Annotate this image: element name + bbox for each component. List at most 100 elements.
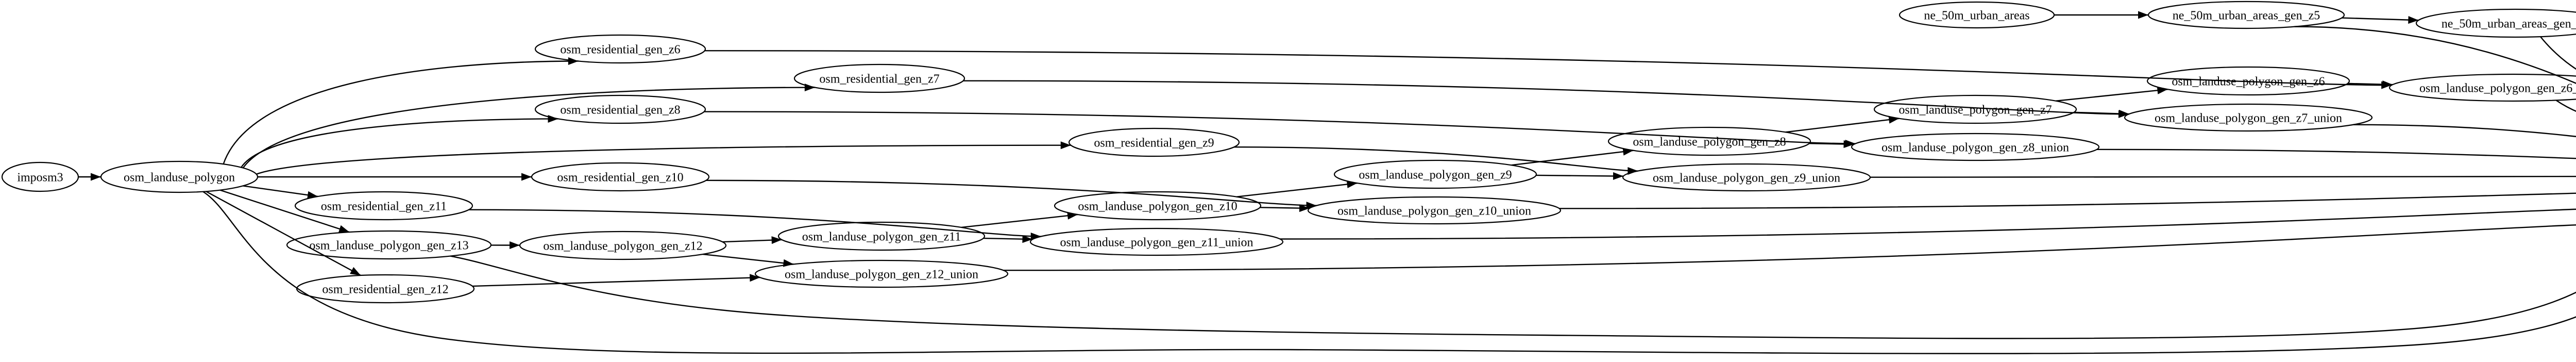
edge-ne_50m_urban_areas_gen_z4--layer_landuse-z4 bbox=[2540, 36, 2576, 70]
edge-osm_landuse_polygon_gen_z7_union--layer_landuse-z7 bbox=[2353, 124, 2576, 138]
node-osm_landuse_polygon_gen_z7: osm_landuse_polygon_gen_z7 bbox=[1873, 94, 2077, 124]
edge-line bbox=[450, 255, 2576, 339]
edge-osm_residential_gen_z7--osm_landuse_polygon_gen_z7_union bbox=[963, 80, 2129, 118]
edge-arrowhead-icon bbox=[1306, 202, 1317, 210]
edge-osm_residential_gen_z6--osm_landuse_polygon_gen_z6_union bbox=[704, 50, 2392, 89]
edge-arrowhead-icon bbox=[1845, 140, 1856, 148]
node-label: osm_landuse_polygon_gen_z12_union bbox=[785, 268, 978, 281]
edge-osm_landuse_polygon_gen_z11--osm_landuse_polygon_gen_z10 bbox=[961, 211, 1078, 228]
node-label: ne_50m_urban_areas bbox=[1924, 9, 2029, 22]
edge-line bbox=[1870, 176, 2576, 178]
edge-line bbox=[243, 185, 318, 198]
edge-line bbox=[2294, 26, 2576, 84]
edge-line bbox=[1536, 174, 1624, 177]
edge-line bbox=[1559, 192, 2576, 209]
edge-line bbox=[1785, 118, 1900, 133]
edge-line bbox=[1003, 224, 2576, 271]
edge-line bbox=[704, 50, 2392, 86]
node-osm_landuse_polygon: osm_landuse_polygon bbox=[100, 160, 259, 193]
node-ne_50m_urban_areas: ne_50m_urban_areas bbox=[1899, 1, 2055, 29]
node-label: osm_residential_gen_z12 bbox=[322, 283, 448, 296]
table-node-ellipse bbox=[1029, 227, 1284, 256]
edge-osm_landuse_polygon_gen_z9--osm_landuse_polygon_gen_z8 bbox=[1511, 147, 1634, 166]
edge-arrowhead-icon bbox=[1067, 211, 1078, 220]
edge-line bbox=[219, 189, 350, 233]
edge-arrowhead-icon bbox=[1030, 233, 1041, 241]
edge-line bbox=[2056, 89, 2168, 102]
edge-line bbox=[961, 213, 1078, 228]
node-label: osm_residential_gen_z7 bbox=[819, 72, 939, 86]
edge-osm_landuse_polygon_gen_z8_union--layer_landuse-z8 bbox=[2096, 149, 2576, 159]
node-osm_landuse_polygon_gen_z10: osm_landuse_polygon_gen_z10 bbox=[1054, 191, 1262, 221]
edge-arrowhead-icon bbox=[771, 236, 782, 244]
edge-line bbox=[704, 111, 1856, 144]
node-osm_residential_gen_z6: osm_residential_gen_z6 bbox=[534, 34, 706, 64]
edge-line bbox=[256, 144, 1071, 175]
node-osm_residential_gen_z10: osm_residential_gen_z10 bbox=[531, 162, 710, 192]
table-node-ellipse bbox=[294, 191, 473, 221]
node-ne_50m_urban_areas_gen_z4: ne_50m_urban_areas_gen_z4 bbox=[2415, 8, 2576, 38]
edge-line bbox=[2353, 124, 2576, 138]
node-label: osm_landuse_polygon_gen_z6_union bbox=[2419, 81, 2576, 95]
edge-osm_landuse_polygon_gen_z13--layer_landuse-z13 bbox=[450, 255, 2576, 339]
edge-osm_residential_gen_z10--osm_landuse_polygon_gen_z10_union bbox=[706, 179, 1317, 210]
edge-osm_landuse_polygon--osm_residential_gen_z8 bbox=[241, 114, 558, 168]
edge-line bbox=[703, 253, 794, 265]
edge-line bbox=[2096, 149, 2576, 159]
edge-arrowhead-icon bbox=[1622, 147, 1634, 156]
edge-line bbox=[2555, 100, 2576, 112]
edge-ne_50m_urban_areas_gen_z5--ne_50m_urban_areas_gen_z4 bbox=[2342, 16, 2419, 24]
node-label: osm_residential_gen_z11 bbox=[321, 200, 447, 213]
edge-osm_landuse_polygon--osm_residential_gen_z6 bbox=[223, 57, 579, 164]
node-label: osm_landuse_polygon_gen_z7_union bbox=[2155, 111, 2342, 125]
node-label: osm_landuse_polygon_gen_z13 bbox=[309, 239, 468, 252]
table-node-ellipse bbox=[754, 259, 1009, 288]
edge-arrowhead-icon bbox=[783, 259, 794, 267]
node-imposm3: imposm3 bbox=[1, 161, 79, 192]
node-osm_landuse_polygon_gen_z10_union: osm_landuse_polygon_gen_z10_union bbox=[1307, 196, 1562, 225]
node-ne_50m_urban_areas_gen_z5: ne_50m_urban_areas_gen_z5 bbox=[2147, 1, 2345, 29]
node-label: osm_residential_gen_z10 bbox=[557, 171, 683, 184]
edge-layer bbox=[78, 11, 2576, 354]
edge-line bbox=[223, 60, 579, 164]
edge-osm_landuse_polygon_gen_z12--osm_landuse_polygon_gen_z11 bbox=[722, 236, 782, 244]
edge-osm_landuse_polygon_gen_z12--osm_landuse_polygon_gen_z12_union bbox=[703, 253, 794, 267]
edge-osm_landuse_polygon--layer_landuse-z14+ bbox=[202, 191, 2576, 354]
edge-arrowhead-icon bbox=[2157, 86, 2168, 94]
edge-osm_landuse_polygon_gen_z9_union--layer_landuse-z9 bbox=[1870, 176, 2576, 178]
edge-line bbox=[963, 80, 2129, 115]
table-node-ellipse bbox=[1068, 127, 1240, 157]
node-label: osm_residential_gen_z9 bbox=[1094, 136, 1214, 150]
edge-line bbox=[206, 191, 361, 276]
edge-arrowhead-icon bbox=[750, 274, 760, 282]
node-osm_residential_gen_z8: osm_residential_gen_z8 bbox=[534, 94, 706, 124]
node-osm_landuse_polygon_gen_z7_union: osm_landuse_polygon_gen_z7_union bbox=[2124, 103, 2373, 132]
edge-osm_residential_gen_z8--osm_landuse_polygon_gen_z8_union bbox=[704, 111, 1856, 148]
edge-arrowhead-icon bbox=[307, 191, 318, 199]
edge-line bbox=[1234, 146, 1638, 172]
edge-arrowhead-icon bbox=[2118, 110, 2129, 118]
node-osm_landuse_polygon_gen_z11_union: osm_landuse_polygon_gen_z11_union bbox=[1029, 227, 1284, 256]
edge-arrowhead-icon bbox=[548, 114, 558, 123]
node-label: osm_landuse_polygon_gen_z9_union bbox=[1653, 171, 1840, 185]
table-node-ellipse bbox=[534, 94, 706, 124]
edge-osm_landuse_polygon--osm_residential_gen_z12 bbox=[206, 191, 361, 276]
node-label: osm_landuse_polygon_gen_z10 bbox=[1078, 200, 1237, 213]
edge-osm_landuse_polygon_gen_z13--osm_landuse_polygon_gen_z12 bbox=[490, 241, 520, 250]
node-label: osm_landuse_polygon_gen_z10_union bbox=[1337, 204, 1531, 218]
edge-arrowhead-icon bbox=[1299, 204, 1310, 212]
edge-ne_50m_urban_areas--ne_50m_urban_areas_gen_z5 bbox=[2054, 11, 2148, 19]
node-osm_residential_gen_z12: osm_residential_gen_z12 bbox=[296, 274, 475, 304]
edge-arrowhead-icon bbox=[568, 57, 579, 65]
table-node-ellipse bbox=[2388, 73, 2576, 102]
edge-line bbox=[1511, 150, 1634, 166]
edge-ne_50m_urban_areas_gen_z5--layer_landuse-z5 bbox=[2294, 26, 2576, 84]
edge-osm_landuse_polygon_gen_z12_union--layer_landuse-z12 bbox=[1003, 224, 2576, 271]
edge-line bbox=[2342, 17, 2419, 21]
edge-line bbox=[241, 118, 558, 168]
edge-arrowhead-icon bbox=[1060, 141, 1071, 150]
edge-arrowhead-icon bbox=[1346, 180, 1358, 188]
edge-imposm3--osm_landuse_polygon bbox=[78, 173, 101, 181]
